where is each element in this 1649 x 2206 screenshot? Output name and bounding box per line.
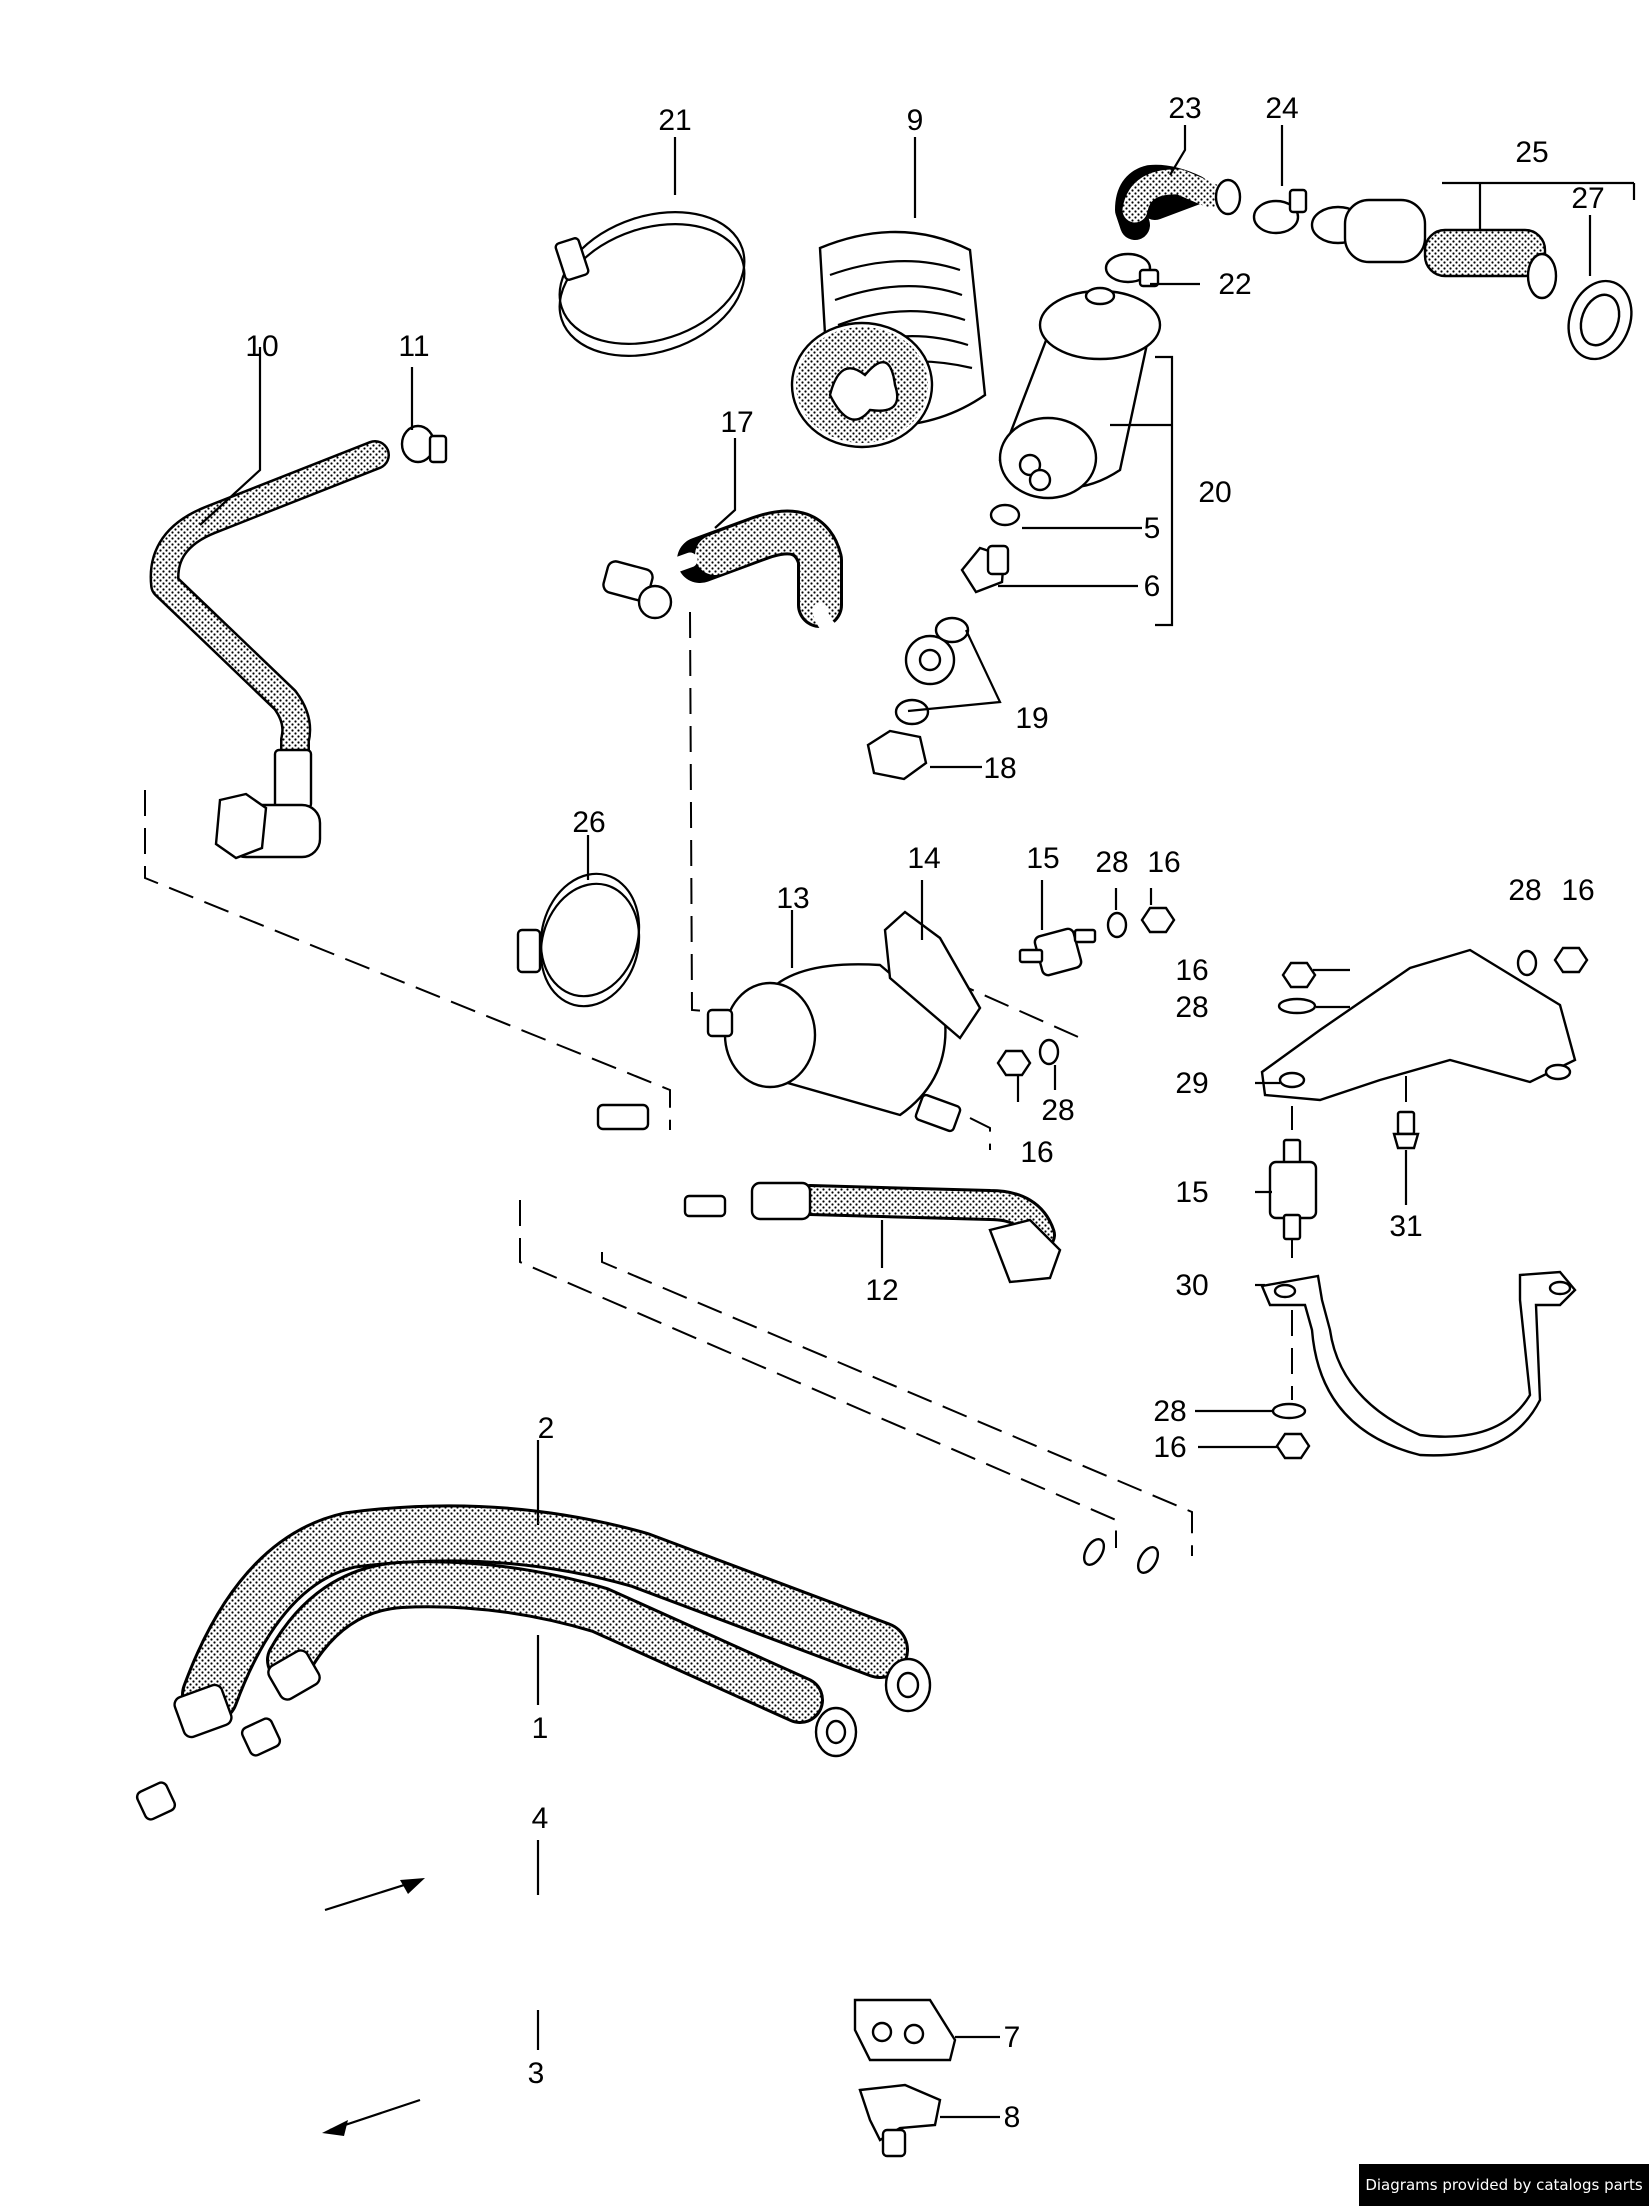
part-6-fitting xyxy=(960,544,1010,594)
callout-13: 13 xyxy=(776,882,809,915)
flow-arrow-in xyxy=(324,1878,425,1912)
part-28-washer-a xyxy=(1106,911,1128,939)
part-19-washers xyxy=(894,616,970,726)
callout-28-c: 28 xyxy=(1175,991,1208,1024)
callout-12: 12 xyxy=(865,1274,898,1307)
callout-17: 17 xyxy=(720,406,753,439)
callout-10: 10 xyxy=(245,330,278,363)
part-13-fuel-filter xyxy=(706,963,962,1133)
part-27-seal-ring xyxy=(1567,279,1633,361)
part-15-mount-b xyxy=(1268,1138,1318,1241)
callout-30: 30 xyxy=(1175,1269,1208,1302)
part-25-strainer xyxy=(1310,198,1558,300)
callout-11: 11 xyxy=(398,330,429,363)
part-16-nut-e xyxy=(1275,1432,1311,1460)
callout-2: 2 xyxy=(538,1412,555,1445)
callout-3: 3 xyxy=(528,2057,545,2090)
part-30-strap xyxy=(1260,1270,1577,1457)
part-4-fuel-line xyxy=(197,1552,1158,1990)
part-7-clip xyxy=(853,1998,957,2062)
part-28-washer-b xyxy=(1038,1038,1060,1066)
callout-16-e: 16 xyxy=(1153,1431,1186,1464)
callout-23: 23 xyxy=(1168,92,1201,125)
part-2-hose xyxy=(173,1504,932,1739)
part-20-fuel-filter xyxy=(998,286,1162,500)
callout-numbers: 21 9 23 24 25 27 22 20 5 6 19 18 10 11 1… xyxy=(245,92,1604,2134)
part-22-clamp xyxy=(1104,252,1160,288)
part-28-washer-e xyxy=(1271,1402,1307,1420)
part-24-clamp xyxy=(1252,188,1308,235)
part-16-nut-c xyxy=(1281,961,1317,989)
callout-28-e: 28 xyxy=(1153,1395,1186,1428)
callout-28-a: 28 xyxy=(1095,846,1128,879)
callout-14: 14 xyxy=(907,842,940,875)
part-10-hose xyxy=(149,440,390,860)
callout-15-a: 15 xyxy=(1026,842,1059,875)
part-28-washer-d xyxy=(1516,949,1538,977)
part-17-hose xyxy=(602,509,956,686)
callout-19: 19 xyxy=(1015,702,1048,735)
part-21-clamp xyxy=(554,211,746,357)
part-16-nut-d xyxy=(1553,946,1589,974)
callout-6: 6 xyxy=(1144,570,1161,603)
elbow-fitting xyxy=(518,1103,650,1187)
callout-16-c: 16 xyxy=(1175,954,1208,987)
part-16-nut-b xyxy=(996,1049,1032,1077)
callout-5: 5 xyxy=(1144,512,1161,545)
callout-16-d: 16 xyxy=(1561,874,1594,907)
part-3-fuel-line xyxy=(110,1552,1221,2088)
callout-1: 1 xyxy=(532,1712,549,1745)
part-23-elbow-hose xyxy=(1115,164,1242,240)
callout-4: 4 xyxy=(532,1802,549,1835)
callout-25: 25 xyxy=(1515,136,1548,169)
line-end-fittings xyxy=(135,1538,1160,1821)
callout-26: 26 xyxy=(572,806,605,839)
part-5-washer xyxy=(989,503,1021,527)
callout-29: 29 xyxy=(1175,1067,1208,1100)
callout-9: 9 xyxy=(907,104,924,137)
part-1-hose xyxy=(266,1560,858,1758)
credit-badge: Diagrams provided by catalogs parts xyxy=(1359,2164,1649,2206)
callout-15-b: 15 xyxy=(1175,1176,1208,1209)
callout-16-a: 16 xyxy=(1147,846,1180,879)
callout-7: 7 xyxy=(1004,2021,1021,2054)
part-26-clamp xyxy=(516,872,641,1008)
part-15-mount-a xyxy=(1018,927,1097,977)
callout-8: 8 xyxy=(1004,2101,1021,2134)
part-12-hose xyxy=(611,1181,1062,1284)
part-14-bracket xyxy=(883,910,982,1040)
callout-27: 27 xyxy=(1571,182,1604,215)
callout-31: 31 xyxy=(1389,1210,1422,1243)
callout-22: 22 xyxy=(1218,268,1251,301)
callout-16-b: 16 xyxy=(1020,1136,1053,1169)
callout-24: 24 xyxy=(1265,92,1298,125)
leader-lines xyxy=(199,125,1636,2119)
part-18-nut xyxy=(866,729,928,781)
part-29-bracket xyxy=(1260,948,1577,1102)
part-28-washer-c xyxy=(1277,997,1317,1015)
flow-arrow-out xyxy=(322,2098,421,2136)
callout-18: 18 xyxy=(983,752,1016,785)
callout-28-d: 28 xyxy=(1508,874,1541,907)
callout-28-b: 28 xyxy=(1041,1094,1074,1127)
part-9-bellows xyxy=(790,230,987,449)
callout-21: 21 xyxy=(658,104,691,137)
part-31-stud xyxy=(1392,1110,1420,1150)
callout-20: 20 xyxy=(1198,476,1231,509)
line-breaks xyxy=(448,1850,959,2014)
part-8-clip xyxy=(858,2083,942,2158)
part-16-nut-a xyxy=(1140,906,1176,934)
part-11-clamp xyxy=(400,424,448,464)
